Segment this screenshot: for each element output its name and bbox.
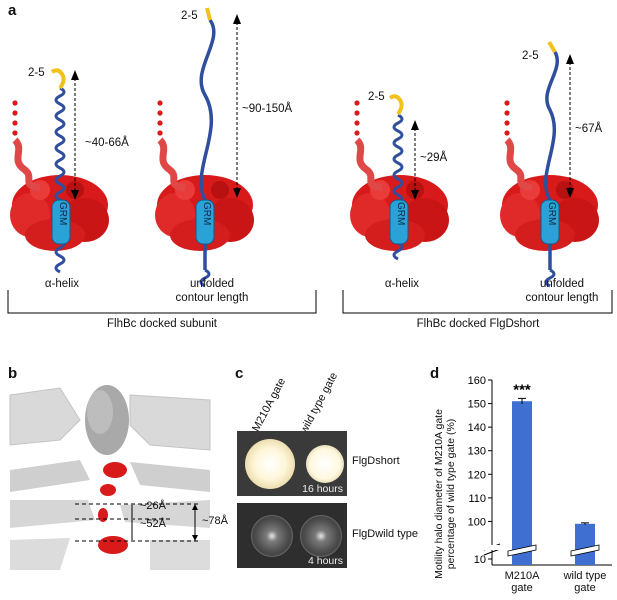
- grm-cylinder-1: [51, 199, 71, 245]
- distance-label-3: ~29Å: [420, 152, 448, 164]
- y-tick-label-5: 140: [468, 422, 486, 434]
- tip-1: [50, 68, 66, 90]
- bar-1: [575, 523, 595, 565]
- tip-3: [388, 94, 404, 116]
- group-bracket-1: [7, 290, 317, 314]
- y-tick-label-6: 150: [468, 399, 486, 411]
- grm-cylinder-2: [195, 199, 215, 245]
- measure-label-3: ~78Å: [202, 515, 228, 527]
- time-label-2: 4 hours: [307, 555, 343, 567]
- condition-helix-1: α-helix: [44, 278, 80, 290]
- plate-image-2: 4 hours: [237, 503, 347, 568]
- measure-label-1: ~26Å: [140, 500, 166, 512]
- condition-unfolded-2a: unfolded: [539, 278, 585, 290]
- condition-unfolded-1a: unfolded: [189, 278, 235, 290]
- panel-c-label: c: [235, 365, 244, 382]
- tip-label-1: 2-5: [28, 67, 45, 79]
- distance-label-2: ~90-150Å: [242, 103, 293, 115]
- y-tick-label-0: 10: [474, 554, 486, 566]
- dotted-tail-1: [12, 100, 41, 192]
- halo-wt-wt: [300, 515, 342, 557]
- row-label-1: FlgDshort: [352, 455, 400, 467]
- plate-image-1: 16 hours: [237, 431, 347, 496]
- unfolded-chain-2: [199, 18, 216, 270]
- grm-cylinder-4: [540, 199, 560, 245]
- y-tick-label-2: 110: [468, 493, 486, 505]
- group-label-1: FlhBc docked subunit: [107, 318, 217, 330]
- bar-break-0: [507, 544, 537, 557]
- halo-m210a-short: [245, 439, 295, 489]
- panel-b-label: b: [8, 365, 18, 382]
- tip-2: [205, 7, 212, 21]
- tip-label-2: 2-5: [181, 10, 198, 22]
- distance-label-1: ~40-66Å: [85, 137, 129, 149]
- grm-cylinder-3: [389, 199, 409, 245]
- y-tick-label-4: 130: [468, 446, 486, 458]
- cryo-em-map: [9, 385, 211, 570]
- helix-coil-1: [54, 86, 66, 274]
- dotted-tail-4: [504, 100, 533, 192]
- tip-4: [547, 40, 557, 54]
- condition-unfolded-1b: contour length: [175, 292, 249, 304]
- row-label-2: FlgDwild type: [352, 528, 419, 540]
- tip-label-3: 2-5: [368, 91, 385, 103]
- y-tick-label-3: 120: [468, 469, 486, 481]
- measure-label-2: ~52Å: [140, 518, 166, 530]
- tip-label-4: 2-5: [522, 50, 539, 62]
- y-axis-break-gap: [483, 545, 501, 550]
- condition-helix-2: α-helix: [384, 278, 420, 290]
- panel-a-label: a: [8, 2, 17, 19]
- panel-d-label: d: [430, 365, 440, 382]
- bar-0: [512, 401, 532, 565]
- y-tick-label-1: 100: [468, 516, 486, 528]
- x-category-label-2: wild type gate: [563, 570, 607, 594]
- group-bracket-2: [342, 290, 613, 314]
- group-label-2: FlhBc docked FlgDshort: [416, 318, 540, 330]
- dotted-tail-3: [354, 100, 383, 192]
- significance-marker: ***: [513, 381, 531, 398]
- y-tick-label-7: 160: [468, 375, 486, 387]
- bar-break-1: [570, 544, 600, 557]
- x-category-label-1: M210A gate: [504, 570, 540, 594]
- halo-m210a-wt: [251, 515, 293, 557]
- unfolded-chain-4: [543, 51, 559, 270]
- dotted-tail-2: [157, 100, 186, 192]
- distance-label-4: ~67Å: [575, 123, 603, 135]
- time-label-1: 16 hours: [302, 483, 343, 495]
- condition-unfolded-2b: contour length: [525, 292, 599, 304]
- halo-wt-short: [306, 445, 344, 483]
